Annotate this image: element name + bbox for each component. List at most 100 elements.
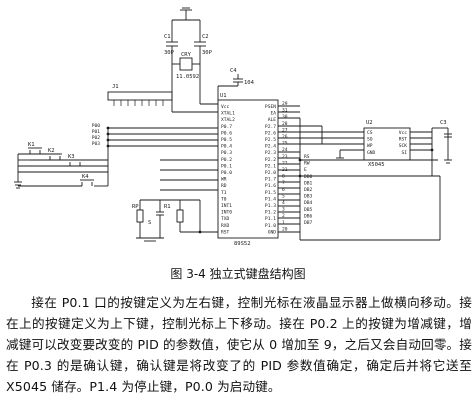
chip-right-pin-label: P1.0 — [265, 223, 276, 229]
u2-right-pin-label: RST — [399, 137, 408, 143]
key-net-label: P02 — [92, 135, 101, 141]
lcd-pin-label: DB6 — [304, 213, 313, 219]
ref-u1: U1 — [220, 93, 227, 99]
chip-right-pin-label: P1.4 — [265, 196, 276, 202]
chip-right-pin-label: P2.4 — [265, 144, 276, 150]
ref-c2: C2 — [202, 34, 209, 40]
chip-right-pin-label: P1.7 — [265, 177, 276, 183]
key-net-label: P03 — [92, 141, 101, 147]
lcd-pin-label: DB2 — [304, 187, 313, 193]
chip-pin-number: 20 — [282, 226, 288, 232]
chip-left-pin-label: P0.0 — [221, 170, 232, 176]
chip-right-pin-label: P1.1 — [265, 216, 276, 222]
ref-u2-part: X5045 — [368, 162, 385, 168]
chip-pin-number: 6 — [282, 187, 285, 193]
chip-left-pin-label: Vcc — [221, 104, 230, 110]
chip-left-pin-label: XTAL2 — [221, 117, 235, 123]
chip-pin-number: 8 — [282, 174, 285, 180]
chip-pin-number: 28 — [282, 121, 288, 127]
chip-left-pin-label: T0 — [221, 196, 227, 202]
ref-u1-part: 89S52 — [234, 241, 251, 247]
u2-left-pin-label: SO — [367, 137, 373, 143]
chip-left-pin-label: T1 — [221, 190, 227, 196]
ref-k4: K4 — [82, 174, 89, 180]
ref-j1: J1 — [112, 84, 119, 90]
ref-c3: C3 — [440, 120, 447, 126]
ref-c1-value: 30P — [164, 50, 175, 56]
chip-right-pin-label: P2.0 — [265, 170, 276, 176]
chip-pin-number: 23 — [282, 154, 288, 160]
chip-left-pin-label: INT1 — [221, 203, 232, 209]
ref-c2-value: 30P — [202, 50, 213, 56]
lcd-pin-label: DB0 — [304, 174, 313, 180]
chip-left-pin-label: P0.4 — [221, 144, 232, 150]
lcd-pin-label: DB3 — [304, 194, 313, 200]
chip-right-pin-label: P2.1 — [265, 163, 276, 169]
ref-k2: K2 — [48, 148, 55, 154]
ref-k1: K1 — [28, 142, 35, 148]
ref-k3: K3 — [68, 154, 75, 160]
chip-pin-number: 31 — [282, 108, 288, 114]
chip-right-pin-label: P1.6 — [265, 183, 276, 189]
lcd-pin-label: RS — [304, 154, 310, 160]
chip-left-pin-label: RST — [221, 229, 230, 235]
chip-pin-number: 25 — [282, 141, 288, 147]
u2-left-pin-label: CS — [367, 130, 373, 136]
ref-crystal-value: 11.0592 — [176, 74, 199, 80]
chip-right-pin-label: EA — [270, 111, 276, 117]
chip-left-pin-label: P0.2 — [221, 157, 232, 163]
u2-right-pin-label: SCK — [399, 143, 408, 149]
lcd-pin-label: DB7 — [304, 220, 313, 226]
chip-left-pin-label: INT0 — [221, 210, 232, 216]
chip-left-pin-label: XTAL1 — [221, 111, 235, 117]
chip-pin-number: 24 — [282, 147, 288, 153]
chip-right-pin-label: P1.5 — [265, 190, 276, 196]
chip-left-pin-label: P0.6 — [221, 130, 232, 136]
chip-left-pin-label: P0.5 — [221, 137, 232, 143]
chip-right-pin-label: GND — [268, 229, 277, 235]
chip-right-pin-label: P1.2 — [265, 210, 276, 216]
chip-pin-number: 26 — [282, 134, 288, 140]
body-paragraph: 接在 P0.1 口的按键定义为左右键，控制光标在液晶显示器上做横向移动。接在上的… — [6, 295, 472, 394]
chip-pin-number: 1 — [282, 220, 285, 226]
ref-c4-value: 104 — [244, 80, 255, 86]
lcd-pin-label: RW — [304, 161, 310, 167]
lcd-pin-label: E — [304, 167, 307, 173]
chip-right-pin-label: P2.6 — [265, 130, 276, 136]
circuit-schematic: C1 C2 30P 30P CRY 11.0592 C4 104 J1 U1 8… — [14, 7, 452, 247]
chip-right-pin-label: PSEN — [265, 104, 276, 110]
chip-pin-number: 21 — [282, 167, 288, 173]
chip-left-pin-label: P0.7 — [221, 124, 232, 130]
u2-left-pin-label: WP — [367, 143, 373, 149]
chip-pin-number: 2 — [282, 213, 285, 219]
ref-c4: C4 — [230, 68, 237, 74]
lcd-pin-label: DB5 — [304, 207, 313, 213]
u2-right-pin-label: SI — [401, 150, 407, 156]
chip-right-pin-label: P2.5 — [265, 137, 276, 143]
ref-r1: R1 — [164, 204, 171, 210]
chip-left-pin-label: RD — [221, 183, 227, 189]
chip-pin-number: 5 — [282, 193, 285, 199]
chip-left-pin-label: P0.3 — [221, 150, 232, 156]
chip-left-pin-label: TXD — [221, 216, 230, 222]
chip-right-pin-label: P1.3 — [265, 203, 276, 209]
figure-caption: 图 3-4 独立式键盘结构图 — [170, 267, 306, 281]
chip-pin-number: 22 — [282, 160, 288, 166]
key-net-label: P01 — [92, 129, 101, 135]
ref-s: S — [148, 220, 151, 226]
ref-u2: U2 — [366, 120, 373, 126]
u2-right-pin-label: Vcc — [399, 130, 408, 136]
chip-pin-number: 29 — [282, 101, 288, 107]
chip-left-pin-label: RXD — [221, 223, 230, 229]
chip-left-pin-label: P0.1 — [221, 163, 232, 169]
chip-pin-number: 30 — [282, 114, 288, 120]
chip-right-pin-label: ALE — [268, 117, 277, 123]
chip-pin-number: 4 — [282, 200, 285, 206]
chip-left-pin-label: WR — [221, 177, 227, 183]
chip-pin-number: 7 — [282, 180, 285, 186]
lcd-pin-label: DB4 — [304, 200, 313, 206]
chip-right-pin-label: P2.7 — [265, 124, 276, 130]
ref-rp: RP — [132, 204, 139, 210]
key-net-label: P00 — [92, 123, 101, 129]
ref-c1: C1 — [164, 34, 171, 40]
